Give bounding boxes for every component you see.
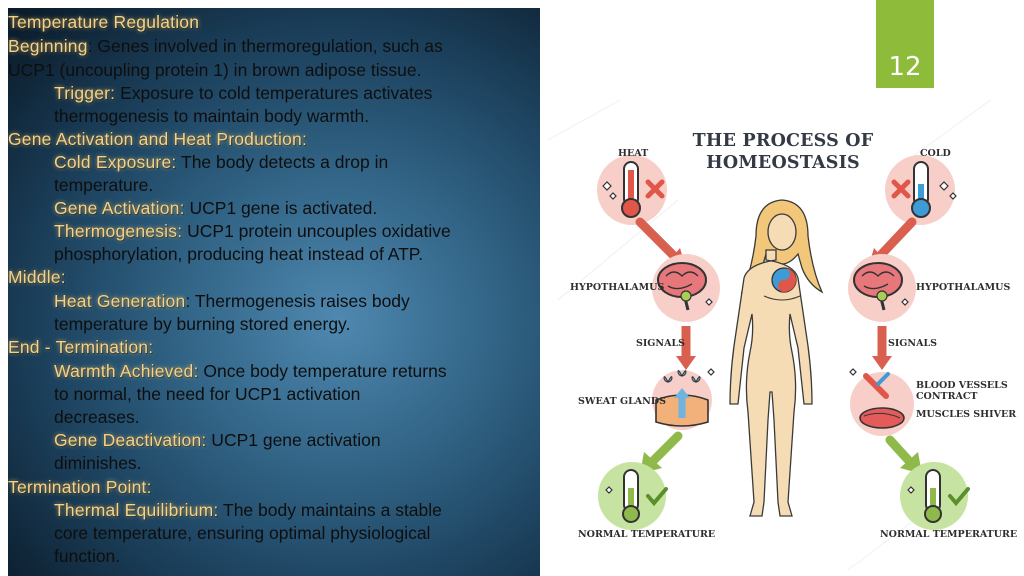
label-signals-right: SIGNALS bbox=[888, 338, 938, 349]
line-warmth-cont2: decreases. bbox=[54, 406, 540, 429]
body-text: The body detects a drop in bbox=[176, 152, 389, 172]
heading-trigger: Trigger: bbox=[54, 83, 116, 103]
heading-end-termination: End - Termination: bbox=[8, 337, 154, 357]
line-thermogenesis-cont: phosphorylation, producing heat instead … bbox=[54, 243, 540, 266]
heading-temperature-regulation: Temperature Regulation bbox=[8, 12, 200, 32]
body-text: diminishes. bbox=[54, 453, 142, 473]
label-blood-vessels: BLOOD VESSELS bbox=[916, 380, 1008, 391]
heading-termination-point: Termination Point: bbox=[8, 477, 152, 497]
line-beginning-cont: UCP1 (uncoupling protein 1) in brown adi… bbox=[8, 59, 540, 82]
arrow-head bbox=[676, 356, 696, 370]
slide-number-tab: 12 bbox=[876, 0, 934, 88]
blood-vessels-muscle-icon bbox=[849, 368, 914, 436]
body-text: phosphorylation, producing heat instead … bbox=[54, 244, 424, 264]
heading-heat-generation: Heat Generation bbox=[54, 291, 186, 311]
body-text: UCP1 protein uncouples oxidative bbox=[182, 221, 451, 241]
label-normal-temperature-left: NORMAL TEMPERATURE bbox=[578, 529, 716, 540]
body-text: Exposure to cold temperatures activates bbox=[115, 83, 433, 103]
watermark-lines bbox=[548, 100, 992, 571]
label-muscles-shiver: MUSCLES SHIVER bbox=[916, 409, 1017, 420]
body-text: temperature by burning stored energy. bbox=[54, 314, 351, 334]
heading-middle: Middle: bbox=[8, 267, 66, 287]
body-text: : Thermogenesis raises body bbox=[185, 291, 410, 311]
cold-thermometer-icon bbox=[885, 155, 957, 225]
figure-title-line1: THE PROCESS OF bbox=[692, 131, 874, 151]
label-signals-left: SIGNALS bbox=[636, 338, 686, 349]
body-text: temperature. bbox=[54, 175, 154, 195]
body-text: thermogenesis to maintain body warmth. bbox=[54, 106, 370, 126]
heading-gene-deactivation: Gene Deactivation: bbox=[54, 430, 207, 450]
line-termination-point: Termination Point: bbox=[8, 476, 540, 499]
human-body-figure bbox=[729, 199, 824, 517]
body-text: The body maintains a stable bbox=[218, 500, 442, 520]
heading-cold-exposure: Cold Exposure: bbox=[54, 152, 177, 172]
figure-title-line2: HOMEOSTASIS bbox=[706, 153, 860, 173]
label-contract: CONTRACT bbox=[916, 391, 978, 402]
heading-thermal-equilibrium: Thermal Equilibrium: bbox=[54, 500, 219, 520]
arrow-head bbox=[872, 356, 892, 370]
heading-beginning: Beginning bbox=[8, 36, 88, 56]
heat-thermometer-icon bbox=[597, 155, 667, 225]
label-normal-temperature-right: NORMAL TEMPERATURE bbox=[880, 529, 1018, 540]
body-text: UCP1 (uncoupling protein 1) in brown adi… bbox=[8, 60, 422, 80]
line-end-termination: End - Termination: bbox=[8, 336, 540, 359]
line-trigger: Trigger: Exposure to cold temperatures a… bbox=[54, 82, 540, 105]
body-text: : Genes involved in thermoregulation, su… bbox=[87, 36, 443, 56]
brain-right-icon bbox=[848, 254, 916, 322]
line-thermogenesis: Thermogenesis: UCP1 protein uncouples ox… bbox=[54, 220, 540, 243]
line-gene-activation-heading: Gene Activation and Heat Production: bbox=[8, 128, 540, 151]
brain-left-icon bbox=[652, 254, 720, 322]
slide-number: 12 bbox=[888, 52, 922, 82]
body-text: core temperature, ensuring optimal physi… bbox=[54, 523, 431, 543]
line-thermal-equilibrium: Thermal Equilibrium: The body maintains … bbox=[54, 499, 540, 522]
line-gene-deactivation-cont: diminishes. bbox=[54, 452, 540, 475]
sweat-glands-icon bbox=[652, 368, 715, 430]
illustration-svg bbox=[548, 100, 992, 571]
normal-temperature-right-icon bbox=[900, 462, 970, 530]
line-warmth-cont1: to normal, the need for UCP1 activation bbox=[54, 383, 540, 406]
line-heat-generation: Heat Generation: Thermogenesis raises bo… bbox=[54, 290, 540, 313]
body-text: to normal, the need for UCP1 activation bbox=[54, 384, 361, 404]
line-gene-deactivation: Gene Deactivation: UCP1 gene activation bbox=[54, 429, 540, 452]
line-gene-activation: Gene Activation: UCP1 gene is activated. bbox=[54, 197, 540, 220]
body-text: UCP1 gene is activated. bbox=[184, 198, 378, 218]
line-thermal-cont1: core temperature, ensuring optimal physi… bbox=[54, 522, 540, 545]
yin-yang-heart-icon bbox=[771, 267, 797, 293]
label-heat: HEAT bbox=[618, 148, 649, 159]
line-middle: Middle: bbox=[8, 266, 540, 289]
normal-temperature-left-icon bbox=[598, 462, 668, 530]
body-text: Once body temperature returns bbox=[198, 361, 447, 381]
homeostasis-illustration: THE PROCESS OF HOMEOSTASIS HEAT COLD HYP… bbox=[548, 100, 1024, 576]
line-title: Temperature Regulation bbox=[8, 11, 540, 34]
label-sweat-glands: SWEAT GLANDS bbox=[578, 396, 666, 407]
heading-thermogenesis: Thermogenesis: bbox=[54, 221, 183, 241]
line-trigger-cont: thermogenesis to maintain body warmth. bbox=[54, 105, 540, 128]
line-warmth-achieved: Warmth Achieved: Once body temperature r… bbox=[54, 360, 540, 383]
arrow-cold-to-hypothalamus bbox=[873, 217, 917, 263]
heading-gene-activation-heat: Gene Activation and Heat Production: bbox=[8, 129, 308, 149]
line-cold-exposure-cont: temperature. bbox=[54, 174, 540, 197]
arrow-to-normal-right bbox=[885, 435, 915, 467]
arrow-to-normal-left bbox=[647, 431, 683, 467]
body-text: UCP1 gene activation bbox=[206, 430, 381, 450]
body-text: decreases. bbox=[54, 407, 140, 427]
line-beginning: Beginning: Genes involved in thermoregul… bbox=[8, 35, 540, 58]
label-hypothalamus-right: HYPOTHALAMUS bbox=[916, 282, 1011, 293]
heading-gene-activation: Gene Activation: bbox=[54, 198, 185, 218]
body-text: function. bbox=[54, 546, 121, 566]
figure-title: THE PROCESS OF HOMEOSTASIS bbox=[688, 130, 878, 174]
arrow-heat-to-hypothalamus bbox=[635, 217, 681, 263]
label-cold: COLD bbox=[920, 148, 951, 159]
heading-warmth-achieved: Warmth Achieved: bbox=[54, 361, 199, 381]
text-panel: Temperature Regulation Beginning: Genes … bbox=[8, 8, 540, 576]
line-thermal-cont2: function. bbox=[54, 545, 540, 568]
line-heat-generation-cont: temperature by burning stored energy. bbox=[54, 313, 540, 336]
label-hypothalamus-left: HYPOTHALAMUS bbox=[570, 282, 665, 293]
line-cold-exposure: Cold Exposure: The body detects a drop i… bbox=[54, 151, 540, 174]
